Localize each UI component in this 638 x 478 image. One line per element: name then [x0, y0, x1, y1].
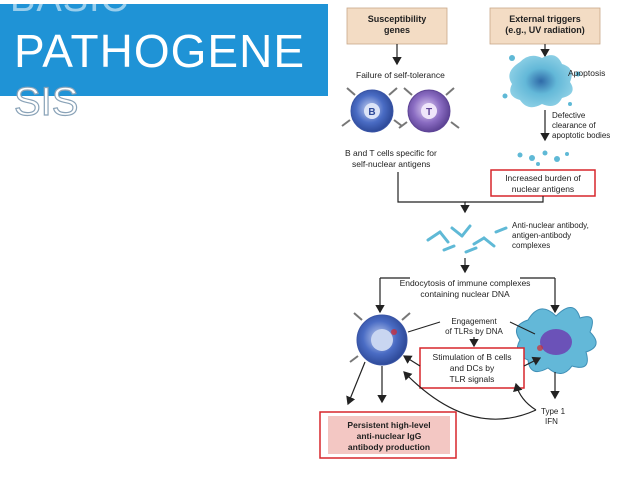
title-partial: BASIC [10, 0, 129, 21]
arrow-stim-to-dc [523, 356, 542, 367]
arrow-ifn-to-b-cell [403, 371, 537, 420]
increased-burden-box: Increased burden of nuclear antigens [490, 169, 596, 197]
b-cell-letter: B [368, 107, 375, 118]
stimulation-line1: Stimulation of B cells [433, 352, 512, 362]
susceptibility-line2: genes [384, 25, 410, 35]
slide-title-continuation: SIS [13, 79, 79, 124]
arrow-burden-to-complexes [465, 196, 544, 203]
stimulation-line3: TLR signals [450, 374, 495, 384]
arrow-ifn-to-stim [513, 382, 537, 411]
stimulation-line2: and DCs by [450, 363, 495, 373]
defective-line1: Defective [552, 111, 586, 120]
burden-line2: nuclear antigens [512, 184, 574, 194]
persistent-line1: Persistent high-level [347, 420, 430, 430]
immune-complexes-icon [426, 224, 508, 254]
title-underline [0, 90, 328, 96]
apoptotic-bodies-icon [517, 150, 569, 166]
endocytosis-line1: Endocytosis of immune complexes [400, 278, 531, 288]
external-triggers-box: External triggers (e.g., UV radiation) [489, 7, 601, 45]
lower-b-cell-icon [349, 312, 411, 366]
persistent-line2: anti-nuclear IgG [357, 431, 422, 441]
type1-line1: Type 1 [541, 407, 566, 416]
engagement-line2: of TLRs by DNA [445, 327, 503, 336]
antinuclear-line2: antigen-antibody [512, 231, 571, 240]
b-cell-icon: B [341, 87, 403, 133]
stimulation-box: Stimulation of B cells and DCs by TLR si… [419, 347, 525, 389]
external-line2: (e.g., UV radiation) [505, 25, 585, 35]
slide-title: PATHOGENE [14, 25, 305, 77]
t-cell-icon: T [398, 87, 460, 133]
type1-line2: IFN [545, 417, 558, 426]
persistent-line3: antibody production [348, 442, 430, 452]
external-line1: External triggers [509, 14, 581, 24]
bt-label-line2: self-nuclear antigens [352, 159, 430, 169]
defective-line3: apoptotic bodies [552, 131, 610, 140]
title-band [0, 4, 328, 92]
arrow-b-to-persistent-2 [346, 361, 366, 406]
burden-line1: Increased burden of [505, 173, 581, 183]
antinuclear-line1: Anti-nuclear antibody, [512, 221, 589, 230]
endocytosis-line2: containing nuclear DNA [420, 289, 510, 299]
antinuclear-line3: complexes [512, 241, 550, 250]
susceptibility-line1: Susceptibility [368, 14, 427, 24]
failure-label: Failure of self-tolerance [356, 70, 445, 80]
susceptibility-genes-box: Susceptibility genes [346, 7, 448, 45]
arrow-bt-to-complexes [397, 172, 470, 214]
t-cell-letter: T [426, 107, 432, 118]
defective-line2: clearance of [552, 121, 596, 130]
arrow-stim-to-b [402, 355, 421, 367]
engagement-line1: Engagement [451, 317, 497, 326]
apoptosis-label: Apoptosis [568, 68, 605, 78]
apoptotic-cell-icon [502, 55, 581, 108]
persistent-production-box: Persistent high-level anti-nuclear IgG a… [319, 411, 457, 459]
bt-label-line1: B and T cells specific for [345, 148, 437, 158]
